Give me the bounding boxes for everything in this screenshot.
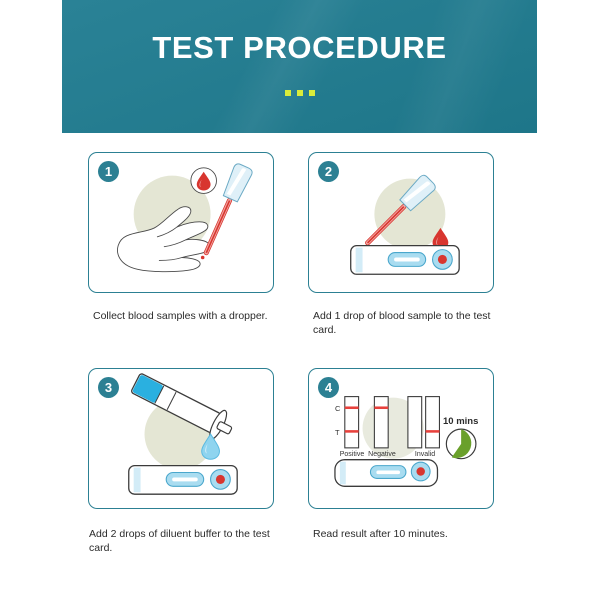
- step-card-2: 2: [308, 152, 494, 293]
- illustration-add-diluent-buffer: [128, 373, 238, 495]
- step-number-badge-1: 1: [98, 161, 119, 182]
- illustration-add-blood-to-test-card: [350, 174, 460, 275]
- step-caption-1: Collect blood samples with a dropper.: [93, 310, 268, 322]
- step-caption-2: Add 1 drop of blood sample to the test c…: [313, 310, 491, 336]
- illustration-collect-blood-with-dropper: [117, 163, 253, 273]
- page-title: TEST PROCEDURE: [152, 30, 447, 65]
- step-card-4: 4 C T Positive Negative Invalid 10: [308, 368, 494, 509]
- header-dots-decoration: [62, 90, 537, 96]
- header-dot: [296, 90, 303, 96]
- illustration-read-result: [334, 396, 477, 487]
- timer-label: 10 mins: [443, 416, 479, 427]
- header-dot: [308, 90, 315, 96]
- step-number-badge-4: 4: [318, 377, 339, 398]
- step-number-badge-3: 3: [98, 377, 119, 398]
- header-dot: [284, 90, 291, 96]
- step-card-3: 3: [88, 368, 274, 509]
- page-header-banner: TEST PROCEDURE: [62, 0, 537, 133]
- step-number-badge-2: 2: [318, 161, 339, 182]
- step-caption-4: Read result after 10 minutes.: [313, 528, 448, 540]
- strip-line-label-t: T: [335, 428, 340, 437]
- result-label-positive: Positive: [339, 451, 365, 458]
- step-card-1: 1: [88, 152, 274, 293]
- step-caption-3: Add 2 drops of diluent buffer to the tes…: [89, 528, 270, 554]
- result-label-invalid: Invalid: [414, 451, 436, 458]
- result-label-negative: Negative: [368, 451, 396, 458]
- strip-line-label-c: C: [335, 404, 341, 413]
